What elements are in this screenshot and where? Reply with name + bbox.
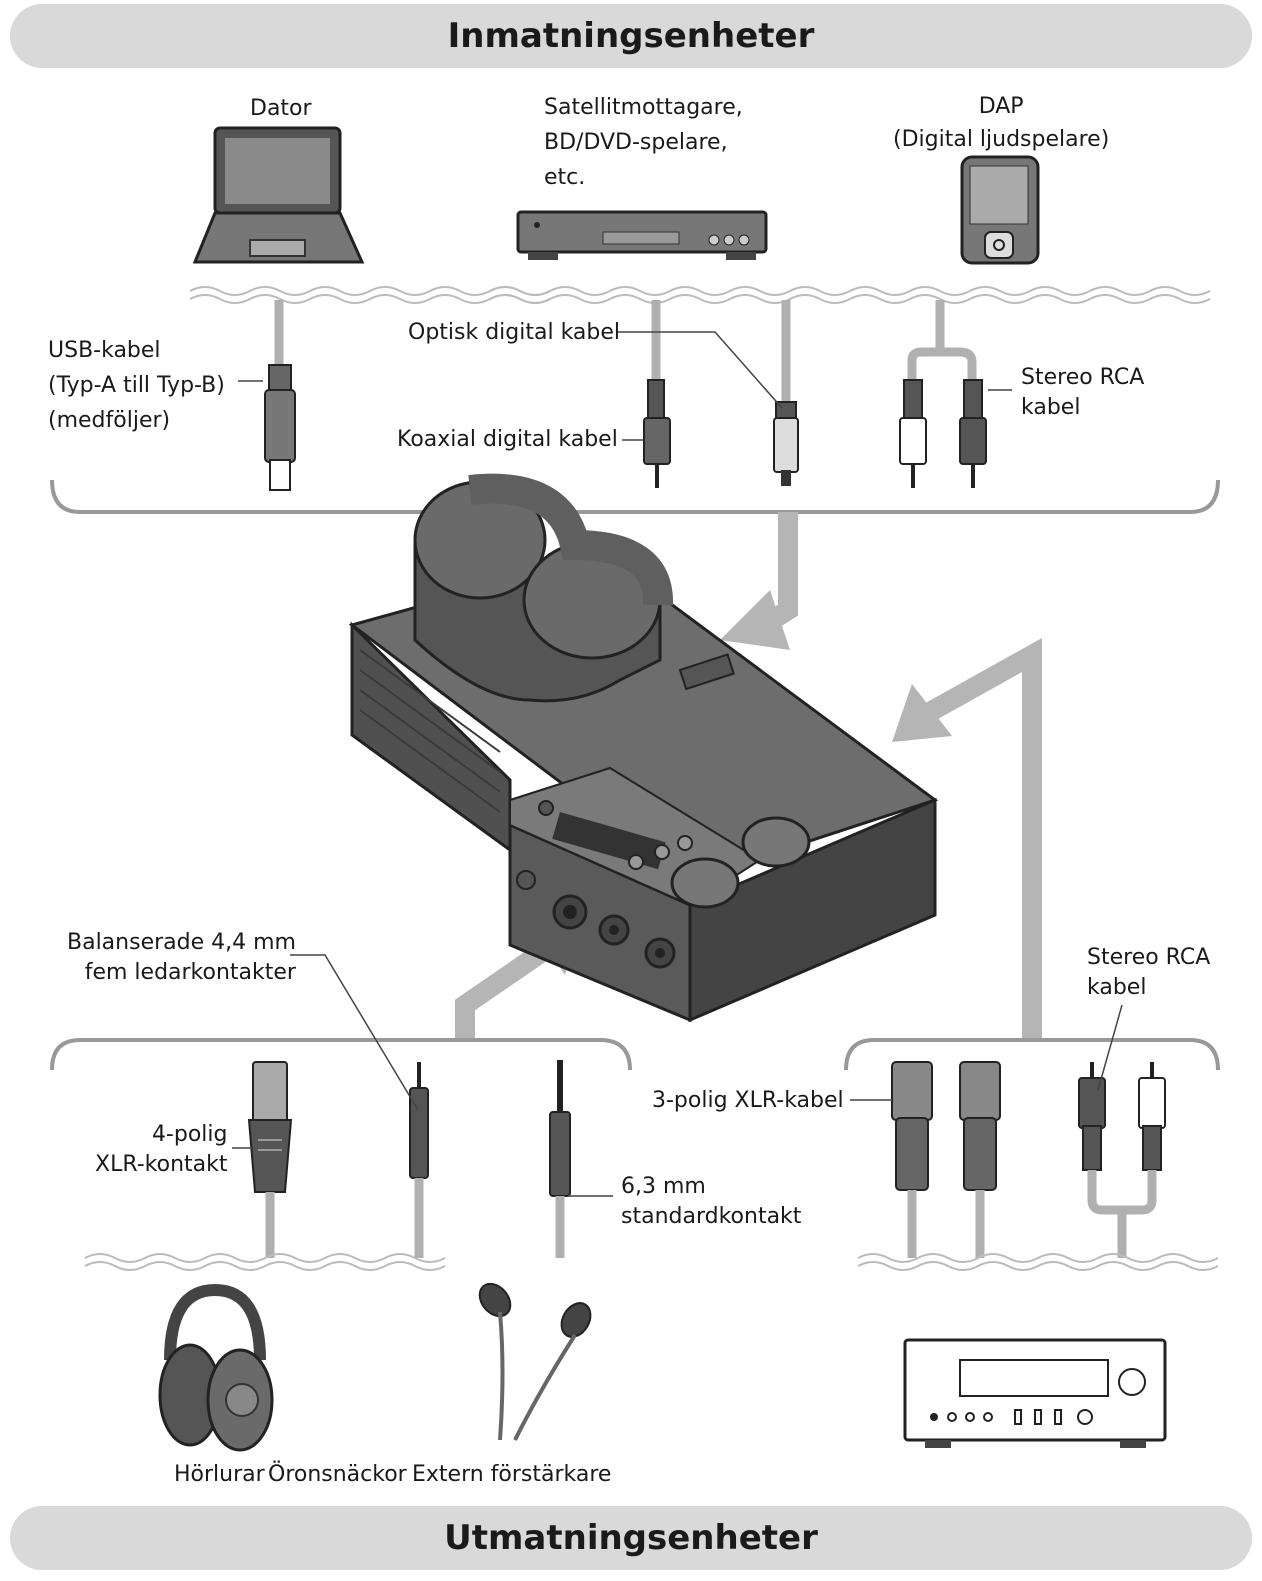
stereo-rca-output-label: Stereo RCA kabel — [1087, 945, 1211, 1000]
balanced-plug-icon — [409, 1062, 429, 1258]
stereo-rca-output-icon — [1078, 1062, 1166, 1258]
coaxial-cable-icon — [643, 300, 671, 488]
xlr3-cable-icon — [891, 1061, 1001, 1258]
input-arrow — [720, 512, 798, 650]
stereo-rca-input-icon — [899, 300, 987, 488]
standard-jack-label: 6,3 mm standardkontakt — [621, 1174, 802, 1229]
output-bracket-left — [50, 1038, 632, 1071]
laptop-icon — [192, 126, 365, 264]
usb-cable-label: USB-kabel (Typ-A till Typ-B) (medföljer) — [48, 338, 225, 433]
computer-label: Dator — [250, 96, 312, 121]
external-amplifier-label: Extern förstärkare — [412, 1462, 612, 1487]
header-title: Inmatningsenheter — [447, 16, 815, 56]
dap-icon — [960, 155, 1040, 265]
balanced-connector-label: Balanserade 4,4 mm fem ledarkontakter — [67, 930, 296, 985]
stereo-rca-input-label: Stereo RCA kabel — [1021, 365, 1145, 420]
earphones-icon — [478, 1282, 592, 1441]
earphones-label: Öronsnäckor — [268, 1462, 407, 1487]
input-bracket — [50, 479, 1220, 514]
output-bracket-right — [844, 1038, 1220, 1071]
headphones-icon — [158, 1283, 274, 1452]
coaxial-cable-label: Koaxial digital kabel — [397, 427, 618, 452]
satellite-label: Satellitmottagare, BD/DVD-spelare, etc. — [544, 95, 743, 190]
output-arrow-right — [892, 637, 1042, 1040]
footer-banner: Utmatningsenheter — [10, 1506, 1252, 1570]
headphone-amplifier-icon — [348, 473, 939, 1023]
footer-title: Utmatningsenheter — [444, 1518, 818, 1558]
usb-cable-icon — [264, 300, 296, 491]
header-banner: Inmatningsenheter — [10, 4, 1252, 68]
xlr4-connector-label: 4-polig XLR-kontakt — [95, 1122, 228, 1177]
standard-plug-icon — [549, 1060, 571, 1258]
optical-cable-label: Optisk digital kabel — [408, 320, 621, 345]
xlr3-cable-label: 3-polig XLR-kabel — [652, 1088, 844, 1113]
bd-player-icon — [516, 210, 768, 260]
headphones-label: Hörlurar — [174, 1462, 265, 1487]
xlr4-connector-icon — [247, 1061, 293, 1258]
dap-label: DAP (Digital ljudspelare) — [893, 94, 1110, 152]
external-amplifier-icon — [903, 1338, 1167, 1448]
optical-cable-icon — [773, 300, 799, 486]
